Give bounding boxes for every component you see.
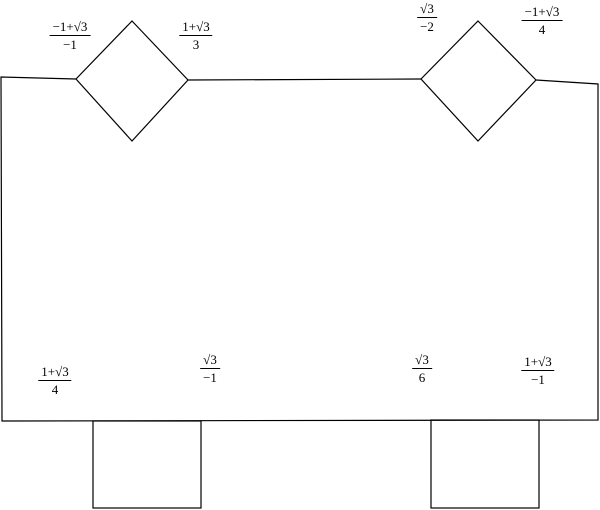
fraction-label: √3 −1	[200, 353, 220, 384]
fraction-label: −1+√3 −1	[49, 19, 91, 52]
left-diamond	[75, 20, 189, 142]
fraction-denominator: −1	[63, 37, 77, 52]
fraction-denominator: −1	[203, 370, 217, 385]
main-body-outline	[0, 76, 599, 422]
fraction-numerator: 1+√3	[182, 19, 210, 34]
bottom-right-box	[430, 419, 540, 509]
fraction-denominator: 4	[51, 382, 59, 397]
fraction-bar	[521, 20, 563, 21]
fraction-denominator: −1	[531, 372, 545, 387]
fraction-numerator: −1+√3	[52, 19, 88, 34]
fraction-label: −1+√3 4	[521, 4, 563, 37]
fraction-numerator: 1+√3	[41, 364, 69, 379]
fraction-label: √3 6	[412, 353, 432, 384]
right-diamond	[420, 20, 537, 142]
fraction-numerator: −1+√3	[524, 4, 560, 19]
fraction-numerator: 1+√3	[524, 354, 552, 369]
fraction-numerator: √3	[420, 1, 434, 16]
fraction-bar	[49, 35, 91, 36]
fraction-numerator: √3	[203, 352, 217, 367]
bottom-left-box	[92, 420, 202, 509]
fraction-bar	[417, 17, 437, 18]
fraction-denominator: 4	[538, 22, 546, 37]
fraction-bar	[521, 370, 555, 371]
top-connecting-line	[187, 78, 422, 81]
fraction-bar	[412, 368, 432, 369]
fraction-label: 1+√3 4	[38, 364, 72, 397]
fraction-bar	[38, 380, 72, 381]
fraction-bar	[200, 368, 220, 369]
fraction-bar	[179, 35, 213, 36]
fraction-numerator: √3	[415, 352, 429, 367]
fraction-label: 1+√3 −1	[521, 354, 555, 387]
fraction-label: 1+√3 3	[179, 19, 213, 52]
fraction-denominator: 3	[192, 37, 200, 52]
fraction-denominator: 6	[418, 370, 426, 385]
fraction-label: √3 −2	[417, 2, 437, 33]
fraction-denominator: −2	[420, 19, 434, 34]
